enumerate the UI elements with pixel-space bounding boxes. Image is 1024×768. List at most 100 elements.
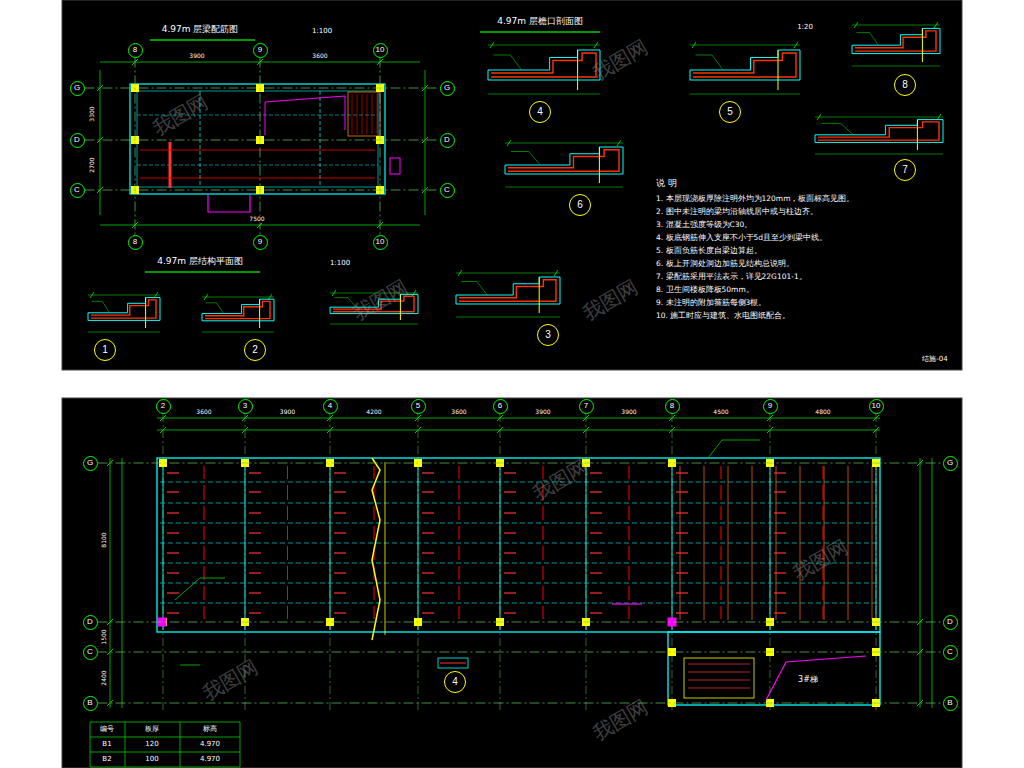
drawing-line (145, 298, 146, 328)
section-callout: 5 (719, 101, 741, 123)
drawing-line (629, 466, 630, 479)
drawing-line (167, 491, 179, 492)
drawing-line (774, 572, 786, 573)
axis-bubble: 10 (869, 399, 884, 414)
room-label: 3#梯 (797, 676, 819, 685)
axis-line (380, 58, 381, 235)
drawing-line (774, 512, 786, 513)
dimension: 4800 (814, 409, 831, 416)
note-line: 10. 施工时应与建筑、水电图纸配合。 (655, 312, 791, 320)
drawing-shape (157, 458, 880, 632)
drawing-line (774, 612, 786, 613)
drawing-line (770, 460, 771, 630)
drawing-line (855, 31, 936, 51)
drawing-shape (62, 0, 962, 370)
drawing-line (459, 466, 460, 479)
drawing-line (440, 663, 466, 664)
node-text: 2 (161, 402, 165, 410)
drawing-line (204, 506, 205, 520)
drawing-line (774, 491, 786, 492)
drawing-line (412, 290, 416, 296)
drawing-line (696, 55, 724, 70)
drawing-line (590, 472, 602, 473)
drawing-line (728, 466, 729, 620)
drawing-line (504, 592, 516, 593)
drawing-line (629, 566, 630, 580)
drawing-line (202, 297, 274, 298)
dimension: 3900 (620, 409, 637, 416)
drawing-shape (348, 92, 380, 136)
node-text: 9 (768, 402, 772, 410)
drawing-line (590, 491, 602, 492)
note-line: 2. 图中未注明的梁均沿轴线居中或与柱边齐。 (655, 208, 819, 216)
drawing-line (490, 42, 494, 48)
drawing-line (721, 546, 722, 560)
table-cell: 编号 (100, 726, 114, 734)
drawing-line (672, 460, 673, 630)
drawing-line (590, 552, 602, 553)
drawing-line (110, 458, 111, 708)
axis-bubble: G (70, 81, 85, 96)
drawing-line (334, 572, 346, 573)
drawing-line (800, 466, 801, 620)
section-callout: 4 (529, 101, 551, 123)
table-cell: 标高 (203, 726, 217, 734)
drawing-line (680, 466, 681, 620)
drawing-line (774, 592, 786, 593)
drawing-line (422, 612, 434, 613)
drawing-line (204, 606, 205, 619)
dimension: 3900 (534, 409, 551, 416)
node-text: 1 (102, 345, 108, 355)
drawing-line (372, 94, 373, 134)
drawing-line (543, 586, 544, 600)
drawing-line (180, 665, 200, 666)
node-text: B (947, 699, 952, 707)
drawing-line (456, 317, 560, 318)
drawing-line (334, 472, 346, 473)
note-line: 5. 板面负筋长度自梁边算起。 (655, 247, 763, 255)
drawing-line (145, 271, 260, 273)
axis-bubble: 3 (238, 399, 253, 414)
drawing-line (676, 472, 688, 473)
drawing-line (721, 466, 722, 479)
drawing-line (334, 592, 346, 593)
dimension: 4500 (712, 409, 729, 416)
drawing-line (287, 606, 288, 619)
drawing-line (245, 460, 246, 630)
drawing-line (794, 42, 798, 48)
node-text: 8 (133, 238, 137, 246)
drawing-line (817, 114, 821, 120)
drawing-line (150, 39, 255, 41)
drawing-line (90, 767, 240, 768)
drawing-line (590, 572, 602, 573)
drawing-line (676, 592, 688, 593)
dimension: 8100 (101, 531, 108, 548)
section-callout: 7 (894, 159, 916, 181)
node-text: G (74, 84, 80, 92)
drawing-line (125, 722, 126, 767)
drawing-line (422, 572, 434, 573)
section-callout: 3 (537, 324, 559, 346)
node-text: 5 (416, 402, 420, 410)
note-line: 4. 板底钢筋伸入支座不小于5d且至少到梁中线。 (655, 234, 828, 242)
drawing-line (88, 298, 160, 321)
drawing-line (385, 462, 386, 635)
drawing-line (459, 526, 460, 540)
drawing-line (688, 688, 750, 689)
drawing-line (249, 552, 261, 553)
drawing-line (504, 552, 516, 553)
node-text: C (444, 186, 450, 194)
drawing-line (334, 552, 346, 553)
drawing-line (425, 70, 426, 215)
drawing-line (511, 152, 541, 166)
scale-note: 1:100 (329, 260, 351, 268)
axis-bubble: C (943, 645, 958, 660)
drawing-line (922, 28, 923, 62)
drawing-line (167, 512, 179, 513)
drawing-line (539, 277, 540, 313)
axis-bubble: G (943, 456, 958, 471)
drawing-line (204, 294, 208, 300)
axis-bubble: 4 (323, 399, 338, 414)
drawing-line (672, 414, 673, 712)
